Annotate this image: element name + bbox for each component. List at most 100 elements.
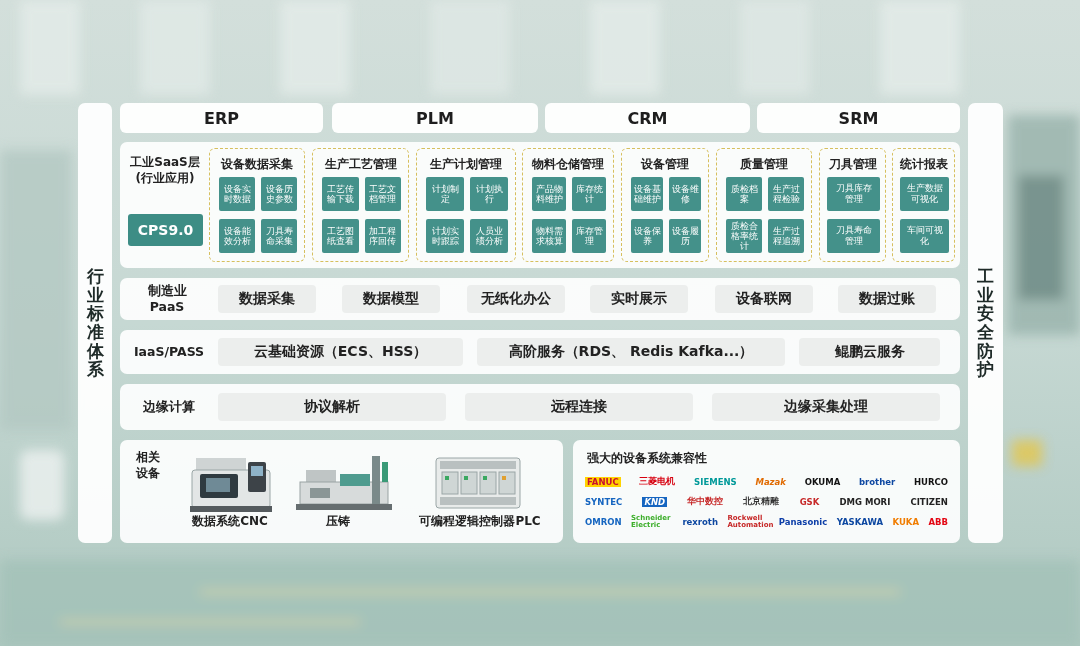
label-text: 工艺传输下载 <box>324 184 357 204</box>
label-text: 数据模型 <box>363 290 419 308</box>
label-text: 工艺图纸查看 <box>324 226 357 246</box>
function-box: 质检合格率统计 <box>726 219 762 253</box>
label-text: 相关 设备 <box>136 450 164 481</box>
device-item: 数据系统CNC <box>178 444 282 536</box>
label-text: 高阶服务（RDS、 Redis Kafka...） <box>509 343 754 361</box>
logo-row: FANUC三菱电机SIEMENSMazakOKUMAbrotherHURCO <box>585 472 948 492</box>
brand-logo: 华中数控 <box>687 496 723 508</box>
label-text: IaaS/PASS <box>124 344 214 360</box>
service-box: 协议解析 <box>218 393 446 421</box>
label-text: 质检合格率统计 <box>728 221 760 252</box>
service-box: 设备联网 <box>715 285 813 313</box>
module-group: 物料仓储管理产品物料维护库存统计物料需求核算库存管理 <box>522 148 614 262</box>
label-text: CRM <box>628 109 668 128</box>
brand-logo: Rockwell Automation <box>727 515 769 530</box>
brand-logo: Panasonic <box>779 517 827 527</box>
function-box: 刀具库存管理 <box>827 177 880 211</box>
label-text: 生产工艺管理 <box>313 156 408 173</box>
function-box: 刀具寿命管理 <box>827 219 880 253</box>
device-panel: 相关 设备数据系统CNC压铸可编程逻辑控制器PLC <box>120 440 563 543</box>
label-text: 生产数据可视化 <box>906 183 943 205</box>
system-tab: CRM <box>545 103 750 133</box>
service-box: 无纸化办公 <box>467 285 565 313</box>
function-box: 设备履历 <box>669 219 701 253</box>
service-box: 云基础资源（ECS、HSS） <box>218 338 463 366</box>
label-text: 工艺文档管理 <box>367 184 400 204</box>
brand-logo: Schneider Electric <box>631 515 673 530</box>
label-text: 设备能效分析 <box>221 226 253 246</box>
function-box: 生产数据可视化 <box>900 177 949 211</box>
label-text: 物料需求核算 <box>534 226 564 246</box>
label-text: 设备基础维护 <box>633 184 661 204</box>
label-text: CPS9.0 <box>138 222 193 238</box>
function-box: 质检档案 <box>726 177 762 211</box>
brand-logo: SYNTEC <box>585 497 622 507</box>
label-text: 产品物料维护 <box>534 184 564 204</box>
label-text: 数据过账 <box>859 290 915 308</box>
layer-panel: 工业SaaS层 (行业应用)CPS9.0设备数据采集设备实时数据设备历史参数设备… <box>120 142 960 268</box>
label-text: 设备管理 <box>622 156 708 173</box>
label-text: 库存统计 <box>574 184 604 204</box>
function-box: 物料需求核算 <box>532 219 566 253</box>
label-text: 刀具寿命管理 <box>833 225 874 247</box>
label-text: 云基础资源（ECS、HSS） <box>254 343 427 361</box>
function-box: 生产过程检验 <box>768 177 804 211</box>
label-text: 生产计划管理 <box>417 156 515 173</box>
label-text: 制造业 PaaS <box>138 283 196 314</box>
module-group: 设备数据采集设备实时数据设备历史参数设备能效分析刀具寿命采集 <box>209 148 305 262</box>
label-text: 强大的设备系统兼容性 <box>587 450 960 467</box>
product-badge: CPS9.0 <box>128 214 203 246</box>
function-box: 人员业绩分析 <box>470 219 508 253</box>
function-box: 车间可视化 <box>900 219 949 253</box>
label-text: 统计报表 <box>893 156 954 173</box>
service-box: 数据采集 <box>218 285 316 313</box>
service-box: 鲲鹏云服务 <box>799 338 940 366</box>
module-group: 刀具管理刀具库存管理刀具寿命管理 <box>819 148 886 262</box>
label-text: 设备保养 <box>633 226 661 246</box>
brand-logo: 三菱电机 <box>639 476 675 488</box>
brand-logo: YASKAWA <box>837 517 883 527</box>
label-text: 设备履历 <box>671 226 699 246</box>
function-box: 库存统计 <box>572 177 606 211</box>
brand-logo: SIEMENS <box>694 477 737 487</box>
service-box: 实时展示 <box>590 285 688 313</box>
service-box: 数据过账 <box>838 285 936 313</box>
label-text: 计划制定 <box>428 184 462 204</box>
module-group: 生产工艺管理工艺传输下载工艺文档管理工艺图纸查看加工程序回传 <box>312 148 409 262</box>
module-group: 质量管理质检档案生产过程检验质检合格率统计生产过程追溯 <box>716 148 812 262</box>
label-text: 人员业绩分析 <box>472 226 506 246</box>
module-group: 设备管理设备基础维护设备维修设备保养设备履历 <box>621 148 709 262</box>
label-text: 车间可视化 <box>906 225 943 247</box>
label-text: 生产过程追溯 <box>770 226 802 246</box>
label-text: 计划实时跟踪 <box>428 226 462 246</box>
system-tab: ERP <box>120 103 323 133</box>
label-text: 库存管理 <box>574 226 604 246</box>
function-box: 设备能效分析 <box>219 219 255 253</box>
function-box: 加工程序回传 <box>365 219 402 253</box>
brand-logo: FANUC <box>585 477 621 487</box>
label-text: 计划执行 <box>472 184 506 204</box>
brand-logo: OMRON <box>585 517 622 527</box>
label-text: 设备维修 <box>671 184 699 204</box>
brand-logo: brother <box>859 477 895 487</box>
function-box: 库存管理 <box>572 219 606 253</box>
function-box: 工艺图纸查看 <box>322 219 359 253</box>
brand-logo: KND <box>642 497 667 507</box>
function-box: 设备历史参数 <box>261 177 297 211</box>
device-item: 压铸 <box>288 444 388 536</box>
side-band: 行业标准体系 <box>78 103 112 543</box>
function-box: 设备实时数据 <box>219 177 255 211</box>
label-text: 刀具库存管理 <box>833 183 874 205</box>
label-text: 数据采集 <box>239 290 295 308</box>
label-text: 边缘采集处理 <box>784 398 868 416</box>
label-text: 压铸 <box>326 513 350 530</box>
label-text: PLM <box>416 109 454 128</box>
brand-logo: rexroth <box>682 517 718 527</box>
function-box: 计划执行 <box>470 177 508 211</box>
label-text: 刀具管理 <box>820 156 885 173</box>
function-box: 工艺文档管理 <box>365 177 402 211</box>
label-text: 设备数据采集 <box>210 156 304 173</box>
label-text: 远程连接 <box>551 398 607 416</box>
